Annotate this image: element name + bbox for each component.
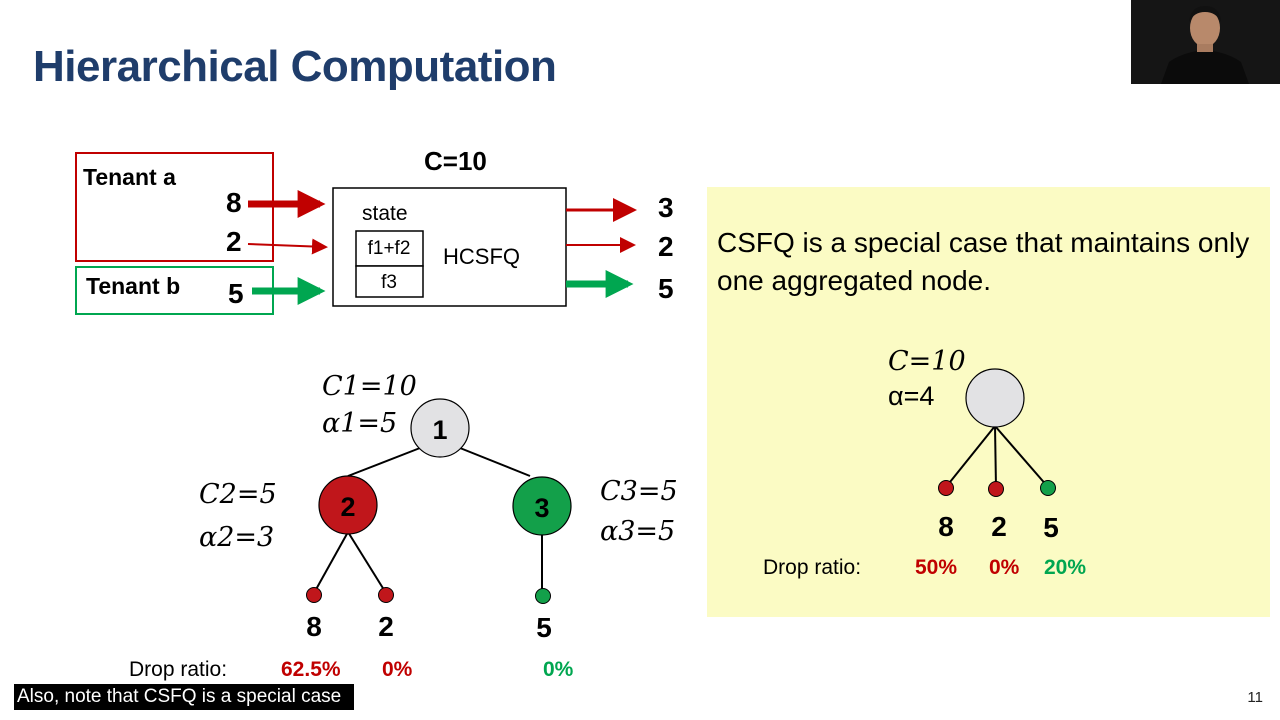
state-label: state: [362, 202, 408, 225]
tree-drop-ratio-2: 0%: [382, 658, 413, 681]
tenant-a-box: [75, 152, 274, 262]
csfq-leaf-1-value: 8: [938, 511, 954, 542]
tree-node2: [318, 475, 378, 535]
presenter-silhouette-icon: [1131, 0, 1280, 84]
csfq-drop-ratio-1: 50%: [915, 556, 957, 579]
csfq-edge-3: [994, 425, 1049, 488]
hcsfq-label: HCSFQ: [443, 244, 520, 269]
switch-capacity-label: C=10: [424, 146, 487, 176]
edge-node2-leaf2: [347, 531, 387, 594]
csfq-node: [965, 368, 1025, 428]
tree-drop-ratio-3: 0%: [543, 658, 574, 681]
node3-alpha-label: α3=5: [600, 516, 675, 547]
state-cell-f3: [355, 265, 424, 298]
page-number: 11: [1247, 689, 1263, 706]
tenant-b-flow-input: 5: [228, 278, 244, 309]
presenter-video: [1131, 0, 1280, 84]
node2-capacity-label: C2=5: [199, 479, 277, 510]
tree-root-node: [410, 398, 470, 458]
csfq-alpha-label: α=4: [888, 381, 934, 411]
tenant-b-label: Tenant b: [86, 273, 180, 299]
csfq-leaf-1: [938, 480, 954, 496]
csfq-leaf-2: [988, 481, 1004, 497]
flow2-output-value: 2: [658, 231, 674, 262]
tenant-a-label: Tenant a: [83, 164, 176, 190]
tree-node3: [512, 476, 572, 536]
tree-node2-id: 2: [340, 492, 355, 522]
flow3-output-value: 5: [658, 273, 674, 304]
csfq-leaf-3: [1040, 480, 1056, 496]
csfq-drop-ratio-2: 0%: [989, 556, 1020, 579]
csfq-leaf-3-value: 5: [1043, 512, 1059, 543]
csfq-drop-ratio-3: 20%: [1044, 556, 1086, 579]
tenant-a-flow1-input: 8: [226, 187, 242, 218]
tree-leaf-2: [378, 587, 394, 603]
tenant-a-flow2-input: 2: [226, 226, 242, 257]
csfq-drop-ratio-label: Drop ratio:: [763, 556, 861, 579]
edge-root-node2: [347, 447, 421, 477]
tree-leaf-1-value: 8: [306, 611, 322, 642]
edge-node2-leaf1: [313, 531, 349, 594]
state-f1f2-label: f1+f2: [368, 238, 411, 259]
tree-node3-id: 3: [534, 493, 549, 523]
flow1-output-value: 3: [658, 192, 674, 223]
csfq-edge-2: [994, 425, 997, 489]
node2-alpha-label: α2=3: [199, 522, 274, 553]
tree-leaf-3: [535, 588, 551, 604]
caption-subtitle: Also, note that CSFQ is a special case: [14, 684, 355, 710]
tree-leaf-2-value: 2: [378, 611, 394, 642]
csfq-leaf-2-value: 2: [991, 511, 1007, 542]
slide-title: Hierarchical Computation: [33, 42, 557, 91]
tree-leaf-1: [306, 587, 322, 603]
tree-drop-ratio-1: 62.5%: [281, 658, 341, 681]
csfq-capacity-label: C=10: [888, 346, 966, 377]
root-alpha-label: α1=5: [322, 408, 397, 439]
csfq-description: CSFQ is a special case that maintains on…: [717, 227, 1250, 296]
tree-leaf-3-value: 5: [536, 612, 552, 643]
tree-root-id: 1: [432, 415, 447, 445]
state-cell-f1f2: [355, 230, 424, 267]
edge-root-node3: [459, 447, 531, 477]
tree-drop-ratio-label: Drop ratio:: [129, 658, 227, 681]
root-capacity-label: C1=10: [322, 371, 417, 402]
csfq-edge-1: [945, 425, 996, 488]
flow2-input-arrow: [247, 238, 328, 255]
node3-capacity-label: C3=5: [600, 476, 678, 507]
state-f3-label: f3: [381, 272, 397, 293]
